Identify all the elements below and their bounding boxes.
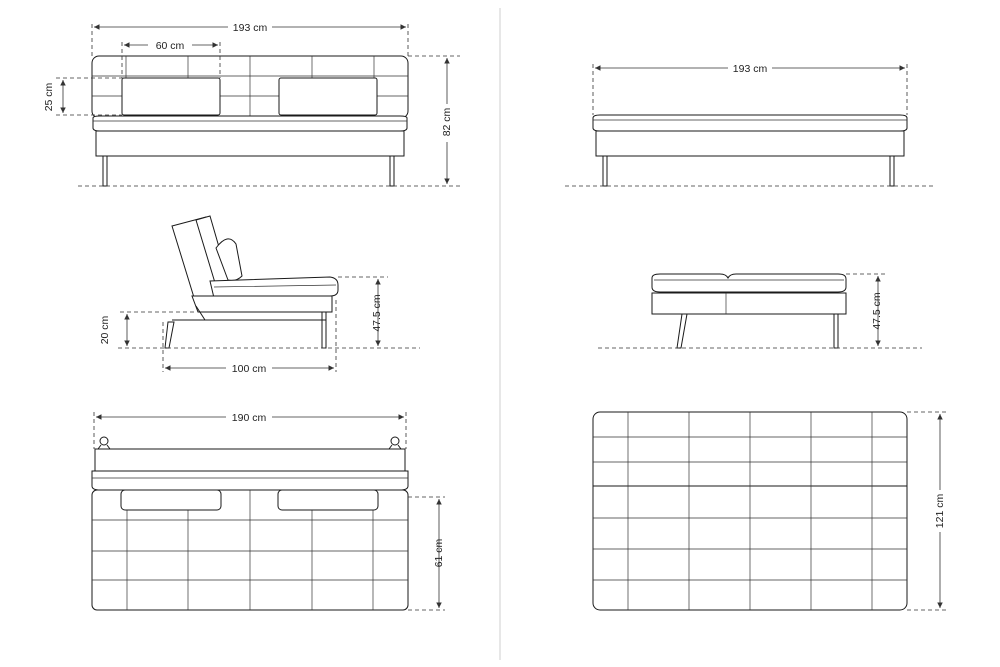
side-view-bed — [598, 273, 922, 349]
side-view-sofa — [118, 215, 420, 372]
bed-length-label: 121 cm — [934, 494, 946, 529]
seat-depth-label: 61 cm — [433, 538, 445, 567]
front-view-sofa — [56, 24, 460, 187]
seat-height-label: 47.5 cm — [371, 294, 383, 332]
top-view-sofa — [91, 412, 445, 611]
front-width-label: 193 cm — [233, 22, 268, 34]
depth-label: 100 cm — [232, 363, 267, 375]
bed-width-label: 193 cm — [733, 63, 768, 75]
cushion-width-label: 60 cm — [156, 40, 185, 52]
top-width-label: 190 cm — [232, 412, 267, 424]
bed-seat-height-label: 47.5 cm — [871, 292, 883, 330]
front-view-bed — [565, 64, 935, 187]
top-view-bed — [592, 411, 948, 611]
cushion-height-label: 25 cm — [43, 82, 55, 111]
total-height-label: 82 cm — [441, 107, 453, 136]
leg-height-label: 20 cm — [99, 315, 111, 344]
